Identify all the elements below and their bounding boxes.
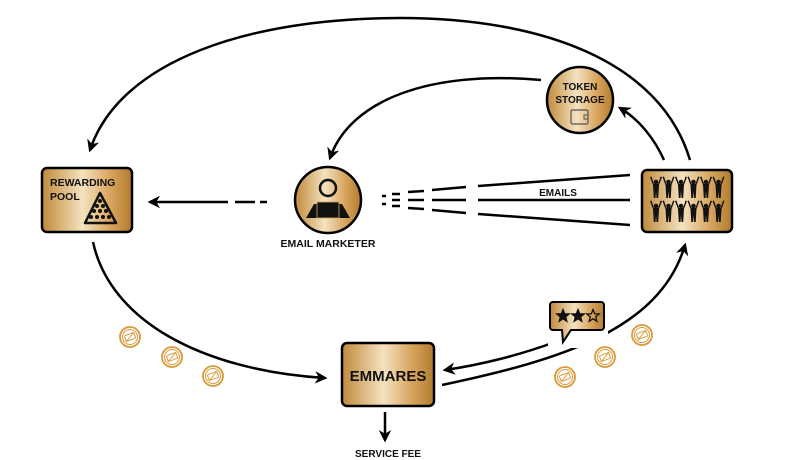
crowd-cheering-icon [650,176,725,222]
person-at-laptop-icon [306,178,350,219]
token-coin-icon [631,324,653,346]
wallet-icon [570,109,589,125]
person-figure-icon [662,176,675,198]
arc-rewarding-pool-to-emmares [91,241,328,384]
token-coin-icon [119,326,141,348]
arc-rating-to-emmares [442,340,556,375]
person-figure-icon [650,176,662,198]
person-figure-icon [687,176,700,198]
token-coin-icon [161,346,183,368]
token-storage-label-line2: STORAGE [555,95,605,106]
person-figure-icon [700,200,712,222]
token-storage-node: TOKEN STORAGE [545,65,615,135]
person-figure-icon [700,176,712,198]
rewarding-pool-label-line2: POOL [50,191,80,203]
emails-fan [382,173,631,227]
token-coin-icon [594,346,616,368]
person-figure-icon [712,200,725,222]
arc-recipients-to-token-storage [617,106,666,161]
email-marketer-node: EMAIL MARKETER [281,165,376,250]
person-figure-icon [712,176,725,198]
person-figure-icon [675,200,687,222]
emmares-label: EMMARES [350,368,427,385]
rating-bubble [549,301,605,345]
star-empty-icon [585,307,601,323]
arc-token-storage-to-email-marketer [327,76,542,161]
person-figure-icon [687,200,700,222]
rewarding-pool-node: REWARDING POOL [40,166,134,234]
email-marketer-label: EMAIL MARKETER [281,238,376,250]
star-filled-icon [555,307,571,323]
person-figure-icon [662,200,675,222]
recipients-node [640,168,734,234]
token-coins-left [119,326,224,387]
arc-recipients-to-rewarding-pool [87,16,692,161]
token-coin-icon [202,365,224,387]
speech-bubble-stars-icon [555,307,601,323]
person-figure-icon [650,200,662,222]
token-storage-label-line1: TOKEN [563,82,598,93]
billiard-rack-icon [83,191,118,225]
token-coin-icon [554,366,576,388]
emails-label: EMAILS [539,188,577,199]
person-figure-icon [675,176,687,198]
service-fee-label: SERVICE FEE [355,449,421,460]
rewarding-pool-label-line1: REWARDING [50,177,115,189]
emmares-node: EMMARES [340,341,436,408]
token-coins-right [554,324,653,388]
star-filled-icon [570,307,586,323]
